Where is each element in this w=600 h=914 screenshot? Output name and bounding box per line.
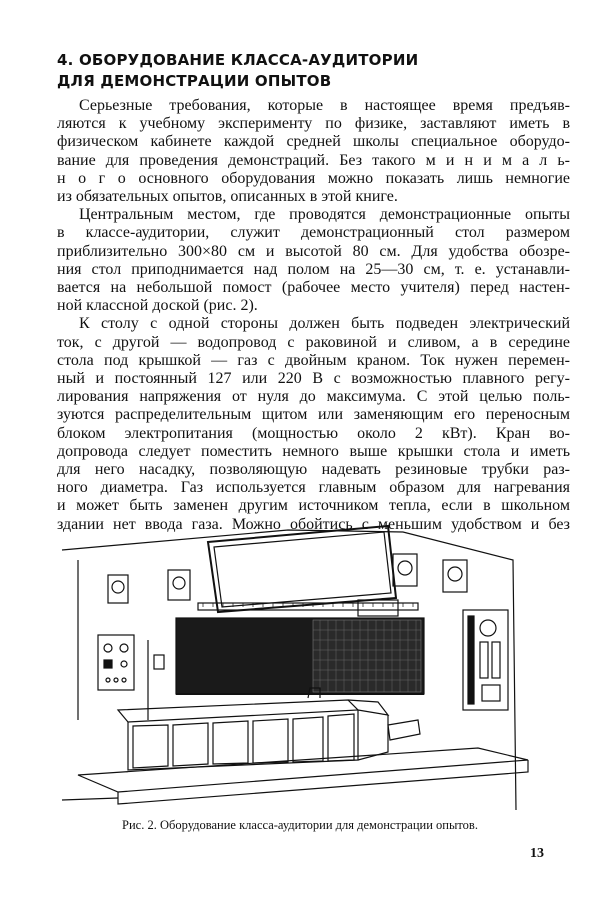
- left-electrical-panel: [97, 634, 165, 691]
- text-line: ный и постоянный 127 или 220 В с возможн…: [57, 370, 570, 388]
- text-line: для него насадку, позволяющую надевать р…: [57, 461, 570, 479]
- portraits: [107, 553, 468, 604]
- text-line: зуются распределительным щитом или замен…: [57, 406, 570, 424]
- text-line: и может быть заменен другим источником т…: [57, 497, 570, 515]
- text-line: приблизительно 300×80 см и высотой 80 см…: [57, 242, 570, 260]
- demonstration-table: [116, 687, 421, 771]
- text-line: физическом кабинете каждой средней школы…: [57, 133, 570, 151]
- text-line: ния стол приподнимается над полом на 25—…: [57, 260, 570, 278]
- text-line: допровода следует поместить немного выше…: [57, 442, 570, 460]
- text-line: из обязательных опытов, описанных в этой…: [57, 188, 398, 206]
- right-instrument-panel: [462, 609, 509, 711]
- text-line: Серьезные требования, которые в настояще…: [79, 97, 570, 114]
- ruler: [197, 602, 419, 611]
- text-line: блоком электропитания (мощностью около 2…: [57, 424, 570, 442]
- blackboard: [175, 599, 425, 695]
- text-line: в классе-аудитории, служит демонстрацион…: [57, 224, 570, 242]
- page-number: 13: [530, 846, 544, 861]
- text-line: стола под крышкой — газ с двойным краном…: [57, 351, 570, 369]
- text-line: Центральным местом, где проводятся демон…: [79, 206, 570, 224]
- room-walls: [61, 529, 517, 810]
- heading-line: 4. ОБОРУДОВАНИЕ КЛАССА-АУДИТОРИИ: [57, 51, 419, 69]
- text-line: К столу с одной стороны должен быть подв…: [79, 315, 570, 333]
- tilted-screen: [206, 524, 398, 614]
- text-line: ток, с другой — водопровод с раковиной и…: [57, 333, 570, 351]
- text-line: ного диаметра. Газ используется главным …: [57, 479, 570, 497]
- text-line: вание для проведения демонстраций. Без т…: [57, 151, 570, 169]
- text-line: ляются к учебному эксперименту по физике…: [57, 115, 570, 133]
- sink: [387, 719, 421, 741]
- classroom-illustration: [61, 524, 529, 810]
- text-line: н о г о основного оборудования можно пок…: [57, 169, 570, 187]
- text-line: вается на небольшой помост (рабочее мест…: [57, 279, 570, 297]
- figure-caption: Рис. 2. Оборудование класса-аудитории дл…: [122, 818, 478, 832]
- heading-line: ДЛЯ ДЕМОНСТРАЦИИ ОПЫТОВ: [57, 72, 332, 90]
- section-heading: 4. ОБОРУДОВАНИЕ КЛАССА-АУДИТОРИИ ДЛЯ ДЕМ…: [57, 50, 577, 92]
- body-text: Серьезные требования, которые в настояще…: [57, 97, 570, 534]
- text-line: ной классной доской (рис. 2).: [57, 297, 258, 315]
- platform: [61, 747, 529, 805]
- text-line: здании нет ввода газа. Можно обойтись с …: [57, 515, 570, 533]
- text-line: лирования напряжения от нуля до максимум…: [57, 388, 570, 406]
